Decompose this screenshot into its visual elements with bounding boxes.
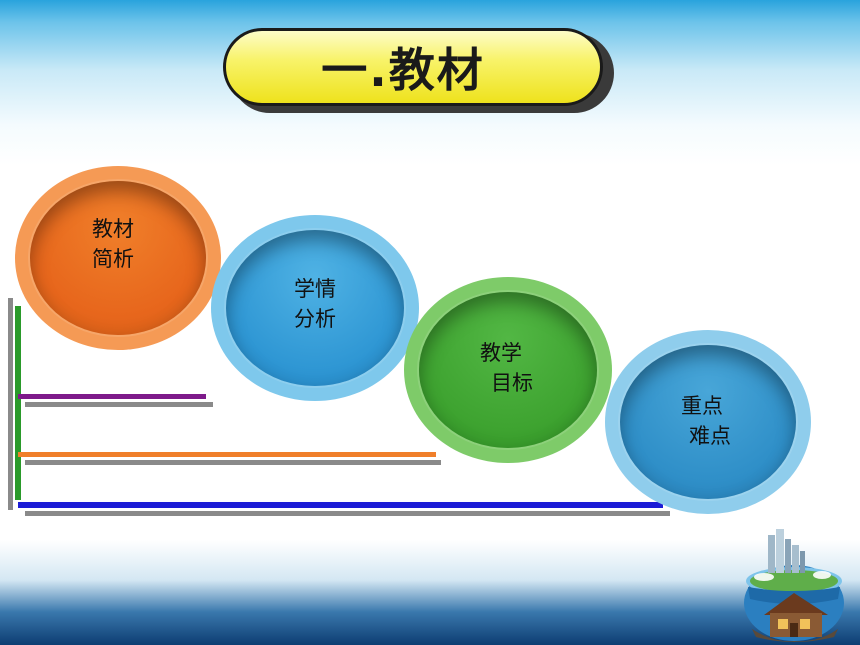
- circle-label-line1: 教材: [92, 217, 134, 241]
- circle-label-line2: 目标: [491, 371, 533, 395]
- circle-label-line2: 难点: [689, 424, 731, 448]
- circle-label: 教学 目标: [480, 338, 533, 398]
- circle-label-line1: 教学: [480, 341, 522, 365]
- circle-student-analysis[interactable]: 学情 分析: [211, 215, 419, 401]
- globe-house-city-icon: [744, 529, 844, 642]
- circle-label-line1: 学情: [294, 277, 336, 301]
- purple-bar: [18, 394, 206, 399]
- purple-bar-shadow: [25, 402, 213, 407]
- blue-bar: [18, 502, 663, 508]
- left-gray-vertical-line: [8, 298, 13, 510]
- circle-inner: 学情 分析: [226, 230, 404, 386]
- left-green-vertical-line: [15, 306, 21, 500]
- circle-label: 重点 难点: [681, 391, 731, 451]
- circle-teaching-goals[interactable]: 教学 目标: [404, 277, 612, 463]
- circle-label-line2: 分析: [294, 307, 336, 331]
- circle-label-line2: 简析: [92, 247, 134, 271]
- circle-inner: 重点 难点: [620, 345, 796, 499]
- circle-key-difficult-points[interactable]: 重点 难点: [605, 330, 811, 514]
- circle-label-line1: 重点: [681, 394, 723, 418]
- orange-bar: [18, 452, 436, 457]
- orange-bar-shadow: [25, 460, 441, 465]
- slide-title: 一.教材: [321, 43, 485, 97]
- circle-label: 教材 简析: [92, 214, 134, 274]
- circle-textbook-analysis[interactable]: 教材 简析: [15, 166, 221, 350]
- circle-inner: 教材 简析: [30, 181, 206, 335]
- circle-label: 学情 分析: [294, 274, 336, 334]
- blue-bar-shadow: [25, 511, 670, 516]
- circle-inner: 教学 目标: [419, 292, 597, 448]
- title-banner: 一.教材: [223, 28, 603, 106]
